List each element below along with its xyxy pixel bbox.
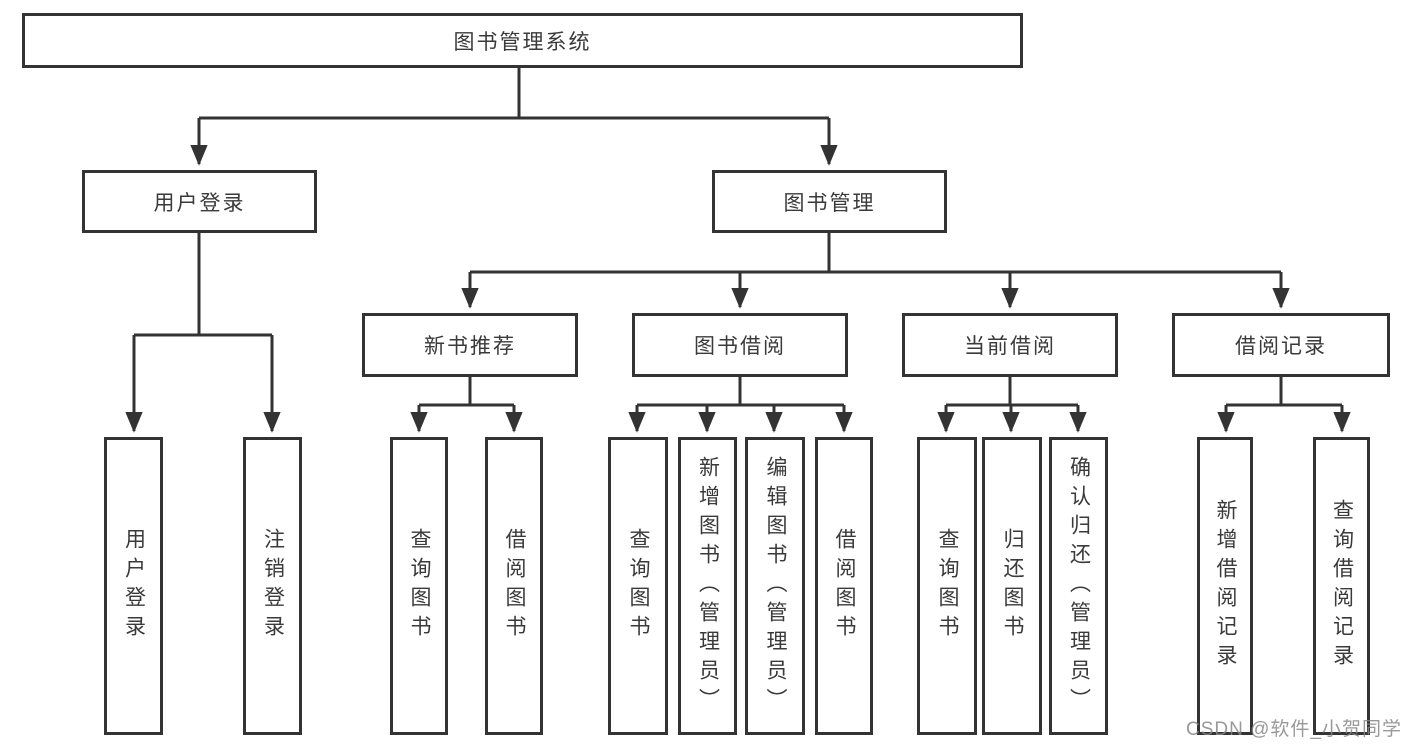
leaf-borrow-book-label: 借阅图书 [833,528,856,644]
node-user-login-label: 用户登录 [153,191,246,215]
leaf-borrow-book: 借阅图书 [815,437,873,735]
leaf-add-book-admin: 新增图书（管理员） [678,437,737,735]
connector-borrow-stem [637,377,844,407]
leaf-add-borrow-record-label: 新增借阅记录 [1214,499,1237,673]
leaf-query-borrow-record-label: 查询借阅记录 [1330,499,1354,673]
leaf-query-book-recommend-label: 查询图书 [408,528,431,644]
node-current-borrow: 当前借阅 [902,313,1118,377]
leaf-user-login-label: 用户登录 [122,528,146,644]
node-book-management-label: 图书管理 [783,191,876,215]
node-user-login: 用户登录 [82,170,317,233]
node-new-book-recommend-label: 新书推荐 [424,335,516,358]
connector-new-rec-stem [419,377,514,407]
leaf-query-borrow-record: 查询借阅记录 [1313,437,1370,735]
csdn-watermark: CSDN @软件_小贺同学 [1186,719,1402,740]
leaf-query-book-borrow: 查询图书 [608,437,668,735]
leaf-logout-label: 注销登录 [261,528,285,644]
node-current-borrow-label: 当前借阅 [964,335,1056,358]
leaf-confirm-return-admin: 确认归还（管理员） [1049,437,1108,735]
leaf-edit-book-admin-label: 编辑图书（管理员） [764,455,787,717]
connector-current-stem [946,377,1078,407]
leaf-logout: 注销登录 [243,437,302,735]
leaf-query-book-recommend: 查询图书 [390,437,448,735]
node-book-borrow-label: 图书借阅 [694,335,786,358]
node-root: 图书管理系统 [22,13,1023,68]
connector-book-mgmt-stem [470,233,1281,274]
connector-user-login-stem [134,233,272,337]
leaf-return-book-label: 归还图书 [1001,528,1024,644]
leaf-add-borrow-record: 新增借阅记录 [1197,437,1253,735]
node-new-book-recommend: 新书推荐 [362,313,578,377]
connector-record-stem [1226,377,1342,407]
node-book-management: 图书管理 [712,170,947,233]
leaf-return-book: 归还图书 [982,437,1042,735]
leaf-edit-book-admin: 编辑图书（管理员） [745,437,805,735]
leaf-confirm-return-admin-label: 确认归还（管理员） [1067,455,1091,717]
node-borrow-record: 借阅记录 [1172,313,1390,377]
leaf-query-book-current: 查询图书 [917,437,977,735]
node-root-label: 图书管理系统 [453,30,592,54]
node-book-borrow: 图书借阅 [632,313,848,377]
node-borrow-record-label: 借阅记录 [1235,335,1327,358]
leaf-add-book-admin-label: 新增图书（管理员） [696,455,720,717]
connector-root-stem [199,68,829,120]
leaf-borrow-book-recommend-label: 借阅图书 [503,528,526,644]
leaf-user-login: 用户登录 [104,437,163,735]
leaf-query-book-borrow-label: 查询图书 [627,528,650,644]
leaf-query-book-current-label: 查询图书 [936,528,959,644]
leaf-borrow-book-recommend: 借阅图书 [485,437,543,735]
